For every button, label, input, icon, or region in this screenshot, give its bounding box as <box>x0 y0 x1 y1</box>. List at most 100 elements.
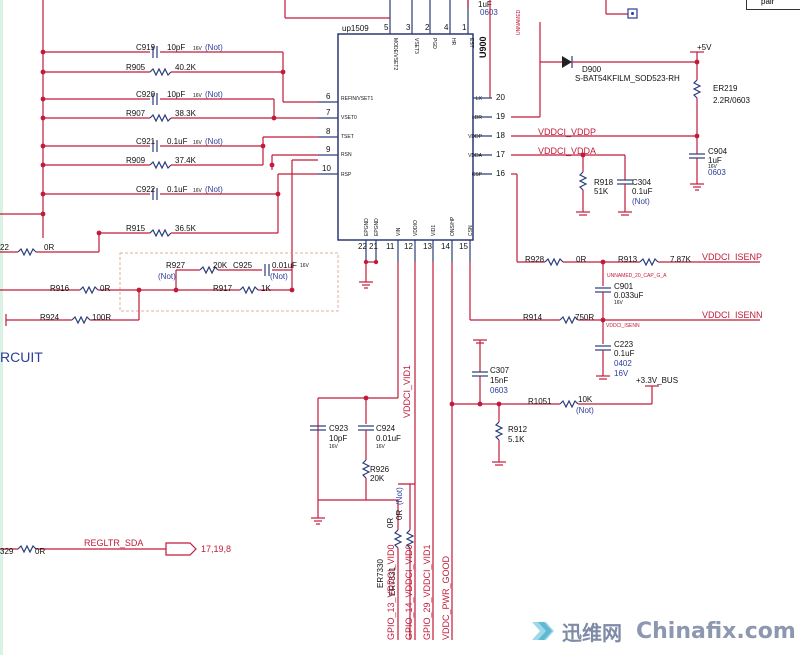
c921-rating: 16V <box>193 140 203 146</box>
pin-num: 21 <box>369 242 378 251</box>
c904-value: 1uF <box>708 156 722 165</box>
er7331-note: (Not) <box>395 487 404 505</box>
pin-num: 9 <box>326 145 331 154</box>
gpio29-net: GPIO_29_VDDCI_VID1 <box>422 544 432 640</box>
r905-value: 40.2K <box>175 63 197 72</box>
vddci-isenn-small: VDDCI_ISENN <box>606 323 640 329</box>
pin-num: 12 <box>404 242 413 251</box>
c304-ref: C304 <box>632 178 652 187</box>
r917-value: 1K <box>261 284 271 293</box>
circuit-label: RCUIT <box>0 349 43 365</box>
pin-num: 19 <box>496 112 505 121</box>
c919-ref: C919 <box>136 43 156 52</box>
pin-num: 16 <box>496 169 505 178</box>
regltr-sda-net: REGLTR_SDA <box>84 538 143 548</box>
csp-small-net: UNNAMED_20_CAP_G_A <box>607 273 667 279</box>
ic-left-pins: 6 7 8 9 10 REFIN/VSET1 VSET0 TSET RSN RS… <box>318 92 373 178</box>
c923-value: 10pF <box>329 434 347 443</box>
vddci-vddp-net: VDDCI_VDDP <box>538 127 596 137</box>
vddci-isenn-net: VDDCI_ISENN <box>702 310 763 320</box>
r915-value: 36.5K <box>175 224 197 233</box>
vddci-vid1-net: VDDCI_VID1 <box>402 365 412 418</box>
er7330-ref: ER7330 <box>376 559 385 588</box>
c223-package: 0402 <box>614 359 632 368</box>
r924-ref: R924 <box>40 313 60 322</box>
r909-value: 37.4K <box>175 156 197 165</box>
pin-num: 2 <box>425 23 430 32</box>
pin-num: 8 <box>326 127 331 136</box>
r928-value: 0R <box>576 255 586 264</box>
d900-value: S-BAT54KFILM_SOD523-RH <box>575 74 680 83</box>
vddci-vdda-net: VDDCI_VDDA <box>538 146 596 156</box>
watermark: 迅维网 Chinafix.com <box>520 607 800 655</box>
c307-value: 15nF <box>490 376 508 385</box>
pin-num: 18 <box>496 131 505 140</box>
c921-value: 0.1uF <box>167 137 188 146</box>
c919-note: (Not) <box>205 43 223 52</box>
pair-label: pair <box>761 0 775 6</box>
c307-package: 0603 <box>490 386 508 395</box>
er7331-value: 0R <box>395 510 404 520</box>
r329-value: 0R <box>35 547 45 556</box>
chinafix-logo-icon <box>532 622 554 640</box>
ic-u900[interactable]: up1509 U900 5 3 2 4 1 MODE/VSET2 VSET3 P… <box>318 0 505 262</box>
c304-value: 0.1uF <box>632 187 653 196</box>
c922-note: (Not) <box>205 185 223 194</box>
c223-rating: 16V <box>614 369 629 378</box>
pin-name: VDDIO <box>413 220 419 236</box>
r924-value: 100R <box>92 313 111 322</box>
c924-ref: C924 <box>376 424 396 433</box>
pin-num: 11 <box>386 242 395 251</box>
r912-ref: R912 <box>508 425 528 434</box>
pin-name: CSN <box>468 225 474 236</box>
pin-name: REFIN/VSET1 <box>341 96 373 102</box>
pin-num: 17 <box>496 150 505 159</box>
topcap-value: 1uF <box>478 0 492 9</box>
pin-name: ONS/HP <box>450 216 456 236</box>
pin-num: 20 <box>496 93 505 102</box>
r914-ref: R914 <box>523 313 543 322</box>
c925-rating: 16V <box>300 263 310 269</box>
pin-name: CSP <box>472 172 483 178</box>
right-networks: 1uF 0603 D900 S-BAT54KFILM_SOD523-RH +5V… <box>467 0 763 466</box>
r1051-value: 10K <box>578 395 593 404</box>
pin-name: VID1 <box>431 225 437 236</box>
pin-name: TSET <box>341 134 354 140</box>
r918-ref: R918 <box>594 178 614 187</box>
r905-ref: R905 <box>126 63 146 72</box>
gpio14-net: GPIO_14_VDDCI_VID0 <box>404 544 414 640</box>
d900-ref: D900 <box>582 65 602 74</box>
r918-value: 51K <box>594 187 609 196</box>
pin-num: 6 <box>326 92 331 101</box>
pin-num: 3 <box>406 23 411 32</box>
pin-name: VIN <box>396 227 402 236</box>
page-ref: 17,19,8 <box>201 544 231 554</box>
er219-value: 2.2R/0603 <box>713 96 750 105</box>
ic-right-pins: 20 19 18 17 16 LX LDR VDDP VDDA CSP <box>468 93 505 178</box>
r22-ref: 22 <box>0 243 9 252</box>
c901-ref: C901 <box>614 282 634 291</box>
c901-value: 0.033uF <box>614 291 643 300</box>
plus5v-net: +5V <box>697 43 712 52</box>
r916-value: 0R <box>100 284 110 293</box>
pin-name: PGD <box>431 38 437 49</box>
pin-name: EPGND <box>364 218 370 236</box>
watermark-cn: 迅维网 <box>562 620 622 645</box>
r912-value: 5.1K <box>508 435 525 444</box>
r907-ref: R907 <box>126 109 146 118</box>
r928-ref: R928 <box>525 255 545 264</box>
pin-num: 7 <box>326 108 331 117</box>
pin-name: MODE/VSET2 <box>392 38 398 70</box>
left-networks: C919 10pF 16V (Not) R905 40.2K C920 10pF… <box>0 0 390 365</box>
topcap-ref: 0603 <box>480 8 498 17</box>
r1051-ref: R1051 <box>528 397 552 406</box>
pin-num: 14 <box>441 242 450 251</box>
plus3v3-net: +3.3V_BUS <box>636 376 678 385</box>
pin-name: EPGND <box>374 218 380 236</box>
pin-name: VSET3 <box>413 38 419 54</box>
c920-note: (Not) <box>205 90 223 99</box>
c920-ref: C920 <box>136 90 156 99</box>
pin-name: VDDA <box>468 153 483 159</box>
pin-name: LDR <box>472 115 482 121</box>
